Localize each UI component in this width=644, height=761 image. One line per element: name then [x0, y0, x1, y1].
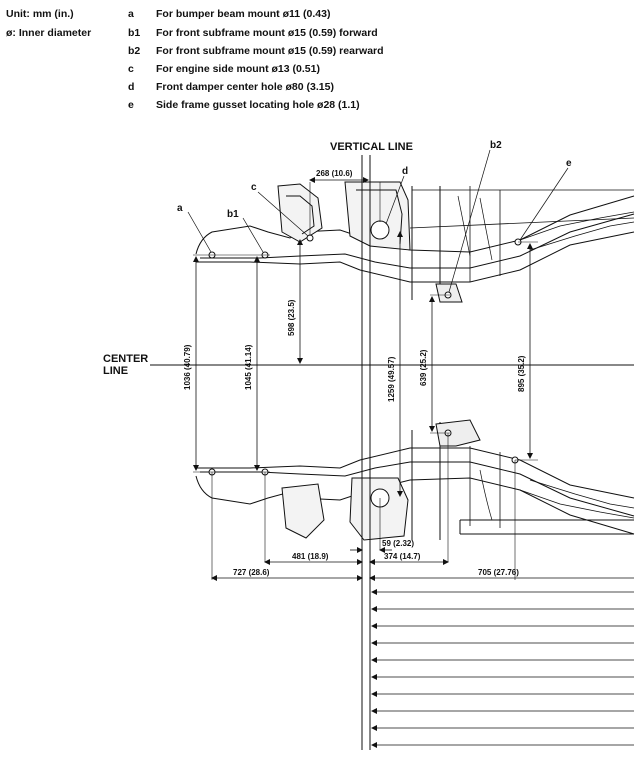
legend-key: b2	[128, 45, 141, 57]
dim-481: 481 (18.9)	[292, 552, 329, 561]
leader-lines	[187, 149, 569, 293]
reference-arrows	[371, 589, 634, 748]
legend-key: a	[128, 8, 134, 20]
dim-598: 598 (23.5)	[287, 299, 296, 336]
dim-727: 727 (28.6)	[233, 568, 270, 577]
vertical-line-label: VERTICAL LINE	[330, 141, 413, 153]
dim-639: 639 (25.2)	[419, 349, 428, 386]
legend-desc: For front subframe mount ø15 (0.59) forw…	[156, 27, 378, 39]
upper-frame-rail	[195, 181, 635, 303]
lower-frame-rail	[195, 419, 635, 541]
legend-key: d	[128, 81, 135, 93]
legend-key: e	[128, 99, 134, 111]
legend-desc: For engine side mount ø13 (0.51)	[156, 63, 320, 75]
point-label-b1: b1	[227, 209, 239, 220]
unit-label: Unit: mm (in.)	[6, 8, 74, 20]
center-line-label: CENTER	[103, 353, 148, 365]
legend-key: c	[128, 63, 134, 75]
point-label-b2: b2	[490, 140, 502, 151]
dim-705: 705 (27.76)	[478, 568, 519, 577]
legend-key: b1	[128, 27, 141, 39]
legend-desc: Front damper center hole ø80 (3.15)	[156, 81, 334, 93]
dimension-lines	[193, 177, 634, 581]
diameter-label: ø: Inner diameter	[6, 27, 92, 39]
point-label-a: a	[177, 203, 183, 214]
point-label-c: c	[251, 182, 257, 193]
dim-59: 59 (2.32)	[382, 539, 414, 548]
point-label-d: d	[402, 166, 408, 177]
holes	[208, 220, 522, 508]
dim-268: 268 (10.6)	[316, 169, 353, 178]
dim-374: 374 (14.7)	[384, 552, 421, 561]
legend-desc: Side frame gusset locating hole ø28 (1.1…	[156, 99, 360, 111]
dim-1045: 1045 (41.14)	[244, 344, 253, 390]
legend-desc: For bumper beam mount ø11 (0.43)	[156, 8, 331, 20]
center-line-label-2: LINE	[103, 365, 128, 377]
point-label-e: e	[566, 158, 572, 169]
dim-1036: 1036 (40.79)	[183, 344, 192, 390]
dim-895: 895 (35.2)	[517, 355, 526, 392]
legend-desc: For front subframe mount ø15 (0.59) rear…	[156, 45, 384, 57]
dim-1259: 1259 (49.57)	[387, 356, 396, 402]
extension-lines	[193, 182, 538, 580]
